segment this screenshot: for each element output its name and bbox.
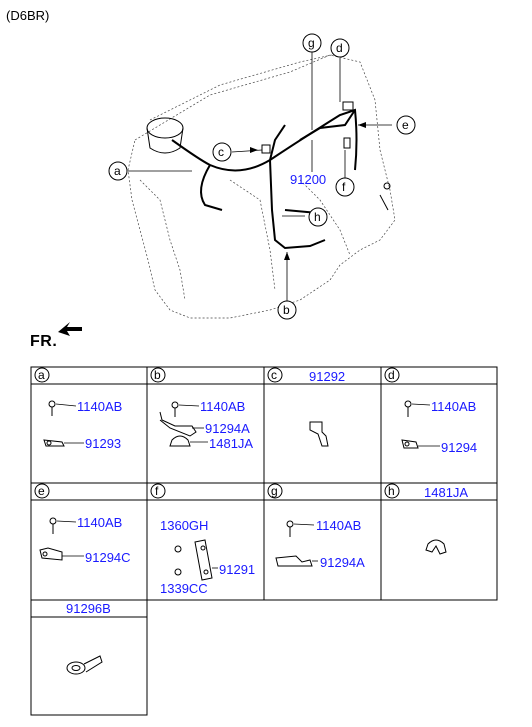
main-part-number: 91200 [290,172,327,187]
callout-c-circle [212,142,232,162]
cell-a-drawing [43,400,84,447]
cell-f-part-2: 91291 [219,562,256,577]
callout-e-circle [396,115,416,135]
connector-d [342,101,354,111]
cell-e-letter: e [38,484,45,498]
cell-c-drawing [309,421,329,447]
cell-91296b-drawing [66,655,103,675]
callout-g: g [308,36,315,50]
cell-f-part-1: 1360GH [160,518,209,533]
cell-h-header-part: 1481JA [424,485,469,500]
cell-d-part-1: 1140AB [431,399,477,414]
cell-h-drawing [425,539,447,555]
callout-a-circle [108,161,128,181]
filler-cap [146,117,184,139]
connector-c [261,144,271,154]
cell-d-part-2: 91294 [441,440,478,455]
cell-a-part-2: 91293 [85,436,122,451]
sensor-right [383,182,391,190]
cell-g-drawing [275,520,318,567]
cell-g-part-2: 91294A [320,555,365,570]
cell-b-part-2: 91294A [205,421,250,436]
callout-b: b [283,303,290,317]
cell-e-part-2: 91294C [85,550,131,565]
callout-h: h [314,210,321,224]
callout-c: c [218,145,224,159]
cell-f-drawing [174,539,218,581]
connector-f [343,137,351,149]
cell-d-drawing [401,400,440,449]
engine-block-outline [127,51,396,319]
callout-b-circle [277,300,297,320]
wiring-harness [171,108,358,250]
cell-a-part-1: 1140AB [77,399,123,414]
callout-e: e [402,118,409,132]
cell-91296b-header-part: 91296B [66,601,111,616]
variant-code: (D6BR) [6,8,50,23]
callout-h-circle [308,207,328,227]
leader-lines [128,52,392,302]
cell-c-header-part: 91292 [309,369,346,384]
cell-h-letter: h [388,484,395,498]
front-label: FR. [30,333,58,350]
cell-b-part-3: 1481JA [209,436,254,451]
callout-g-circle [302,33,322,53]
callout-f: f [342,180,346,194]
cell-e-part-1: 1140AB [77,515,123,530]
cell-a-letter: a [38,368,45,382]
cell-g-part-1: 1140AB [316,518,362,533]
cell-b-part-1: 1140AB [200,399,246,414]
cell-d-letter: d [388,368,395,382]
callout-a: a [114,164,121,178]
callout-d: d [336,41,343,55]
cell-c-letter: c [271,368,277,382]
cell-g-letter: g [271,484,278,498]
cell-b-drawing [159,401,208,447]
parts-grid-lines [30,366,498,716]
cell-f-part-3: 1339CC [160,581,208,596]
callout-d-circle [330,38,350,58]
cell-f-letter: f [155,484,159,498]
callout-f-circle [335,177,355,197]
cell-b-letter: b [154,368,161,382]
front-arrow-icon [58,322,82,336]
cell-e-drawing [39,517,84,561]
